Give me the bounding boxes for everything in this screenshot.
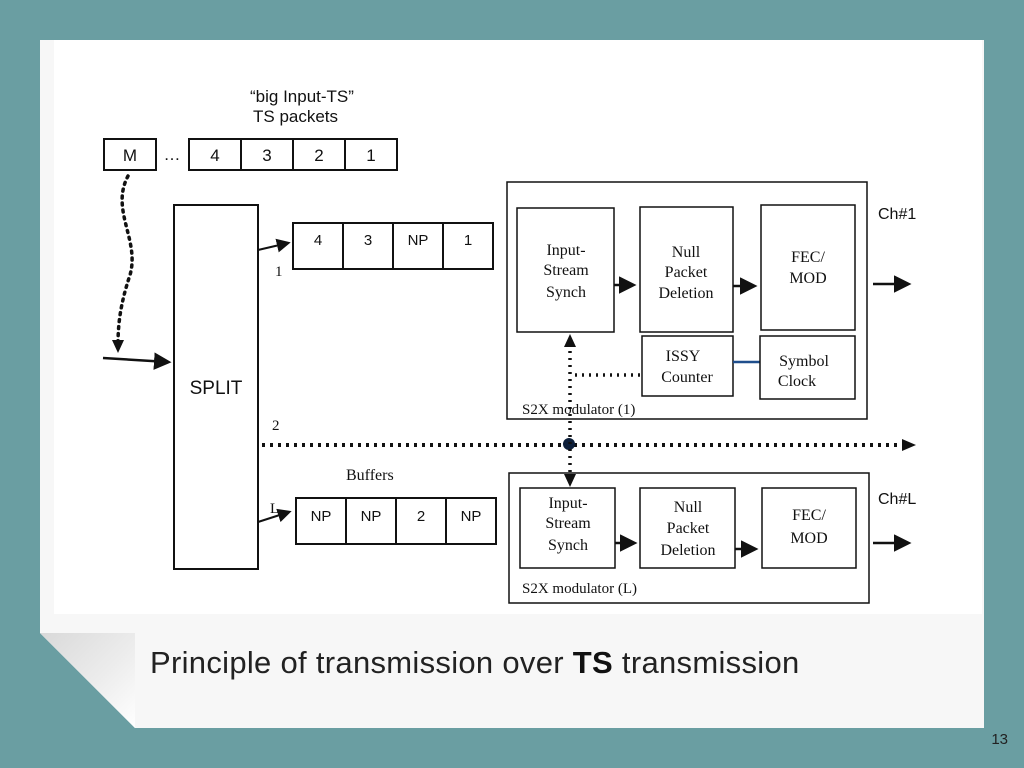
output2-arrowhead [902,439,916,451]
modL-issync-line2: Stream [545,515,591,532]
modulator-L: Input- Stream Synch Null Packet Deletion… [508,472,870,604]
modL-fec-mod [761,487,857,569]
outputL-packet-d [445,497,497,545]
outputL-packet-c-label: 2 [417,508,425,525]
modL-issync-line1: Input- [548,495,587,512]
mod1-input-stream-synch [516,207,615,333]
slide-caption: Principle of transmission over TS transm… [150,645,800,681]
modL-npd-line2: Packet [667,520,710,537]
modulator-1: Input- Stream Synch Null Packet Deletion… [506,181,868,420]
mod1-issy-counter [641,335,734,397]
output1-packet-d [442,222,494,270]
outputL-index: L [270,501,279,517]
dotted-flow-arrowhead [112,340,124,353]
output2-index: 2 [272,418,280,434]
mod1-npd-line3: Deletion [658,285,713,302]
modL-npd-line1: Null [674,499,703,516]
mod1-clock-line1: Symbol [779,353,829,370]
mod1-issync-line2: Stream [543,262,589,279]
mod1-channel-label: Ch#1 [878,206,916,223]
modL-label: S2X modulator (L) [522,581,637,597]
input-packet-3-label: 3 [262,146,271,165]
modL-fec-line1: FEC/ [792,507,826,524]
input-packet-1 [344,138,398,171]
mod1-symbol-clock [759,335,856,400]
modL-fec-line2: MOD [790,530,827,547]
input-packet-1-label: 1 [366,146,375,165]
mod1-fec-line2: MOD [789,270,826,287]
modL-issync-line3: Synch [548,537,588,554]
mod1-npd-line2: Packet [665,264,708,281]
mod1-issync-line3: Synch [546,284,586,301]
outputL-packet-a-label: NP [311,508,332,525]
mod1-fec-mod [760,204,856,331]
modL-null-packet-deletion [639,487,736,569]
split-block [173,204,259,570]
page-number: 13 [991,731,1008,748]
input-packet-2-label: 2 [314,146,323,165]
modL-channel-label: Ch#L [878,491,916,508]
sync-dotted-arrow-up [564,334,576,347]
input-packet-m [103,138,157,171]
input-ts-sublabel: TS packets [253,107,338,126]
outputL-arrow [257,508,292,523]
input-arrow [102,352,172,370]
output1-index: 1 [275,264,283,280]
caption-bold: TS [572,645,614,680]
output1-packet-d-label: 1 [464,232,472,249]
mod1-npd-line1: Null [672,244,701,261]
caption-prefix: Principle of transmission over [150,645,573,680]
outputL-packet-b-label: NP [361,508,382,525]
modulator-L-frame [508,472,870,604]
modL-npd-line3: Deletion [660,542,715,559]
output1-packet-row: 4 3 NP 1 [292,222,494,270]
outputL-packet-d-label: NP [461,508,482,525]
output1-packet-b-label: 3 [364,232,372,249]
mod1-null-packet-deletion [639,206,734,333]
split-label: SPLIT [190,378,243,399]
mod1-clock-line2: Clock [778,373,816,390]
mod1-label: S2X modulator (1) [522,402,635,418]
output1-arrow [257,238,291,253]
output1-packet-a-label: 4 [314,232,322,249]
modulator-1-frame [506,181,868,420]
input-ts-label: “big Input-TS” [250,87,354,106]
dotted-flow-curve [116,174,134,347]
mod1-issy-line1: ISSY [666,348,701,365]
diagram-figure [54,40,982,614]
modL-input-stream-synch [519,487,616,569]
input-packet-4-label: 4 [210,146,219,165]
input-packet-ellipsis: … [164,145,181,164]
mod1-issy-line2: Counter [661,369,713,386]
input-packet-row: M … 4 3 2 1 [103,138,398,171]
buffers-label: Buffers [346,467,394,484]
input-packet-m-label: M [123,146,137,165]
mod1-issync-line1: Input- [546,242,585,259]
sync-dotted-arrow-down [564,474,576,487]
outputL-packet-row: NP NP 2 NP [295,497,497,545]
mod1-fec-line1: FEC/ [791,249,825,266]
output1-packet-c-label: NP [408,232,429,249]
caption-suffix: transmission [613,645,800,680]
